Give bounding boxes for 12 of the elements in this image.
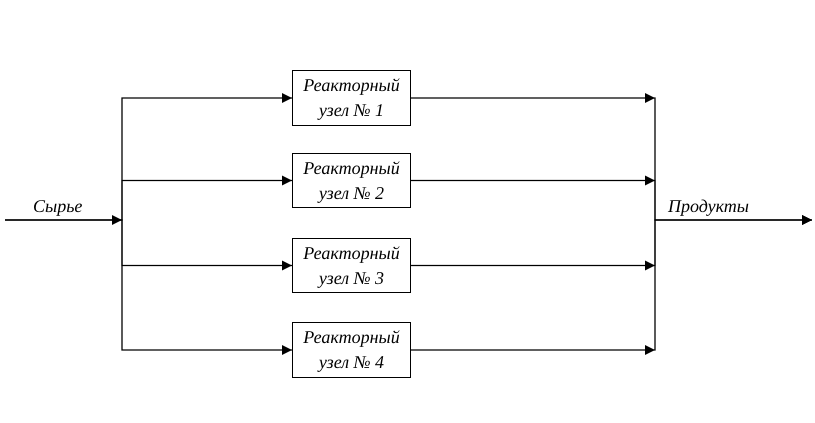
input-label: Сырье xyxy=(33,196,82,217)
reactor-box xyxy=(292,153,411,208)
reactor-label: Реакторный узел № 3 xyxy=(302,242,401,290)
reactor-box xyxy=(292,322,411,378)
reactor-label: Реакторный узел № 2 xyxy=(302,156,401,205)
reactor-box xyxy=(292,238,411,293)
reactor-label: Реакторный узел № 1 xyxy=(302,74,401,122)
reactor-label: Реакторный узел № 4 xyxy=(302,326,401,374)
arrow xyxy=(411,215,812,351)
arrow xyxy=(5,219,292,355)
output-label: Продукты xyxy=(668,196,749,217)
reactor-box xyxy=(292,70,411,126)
